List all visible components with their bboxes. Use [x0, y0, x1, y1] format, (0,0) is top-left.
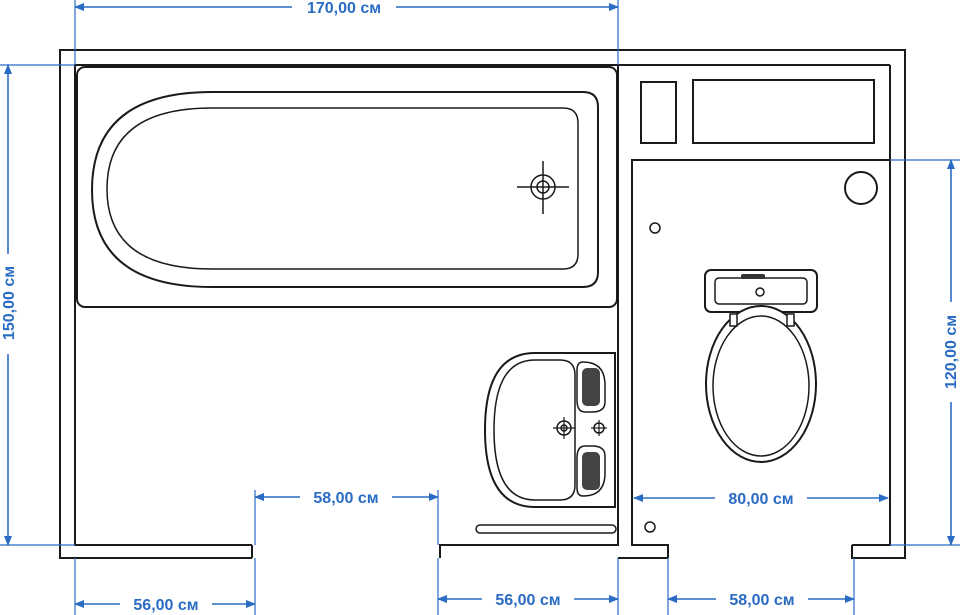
flush-hole	[755, 287, 765, 297]
dim-door-bath: 58,00 см	[313, 490, 378, 507]
bathtub	[76, 66, 618, 308]
pipe-small-top	[649, 222, 661, 234]
dim-bottom-mid: 56,00 см	[495, 592, 560, 609]
seat-hinge-right	[786, 313, 795, 327]
dim-bottom-right: 58,00 см	[729, 592, 794, 609]
soap-dish-bottom-grid	[582, 452, 600, 490]
bathtub-inner-basin	[106, 107, 579, 270]
long-shelf	[692, 79, 875, 144]
pipe-riser	[844, 171, 878, 205]
dim-top-width: 170,00 см	[307, 0, 381, 17]
storage-shelves	[640, 79, 875, 144]
toilet-seat	[712, 315, 810, 457]
dim-wc-width: 80,00 см	[728, 491, 793, 508]
dim-right-height: 120,00 см	[943, 315, 960, 389]
washbasin	[483, 352, 616, 508]
soap-dish-top-grid	[582, 368, 600, 406]
towel-rail	[475, 524, 617, 534]
faucet-icon	[591, 420, 607, 436]
flush-button	[741, 274, 765, 279]
outer-wall	[59, 49, 906, 559]
small-cabinet	[640, 81, 677, 144]
seat-hinge-left	[729, 313, 738, 327]
drain-icon	[517, 161, 569, 214]
dim-left-height: 150,00 см	[1, 266, 18, 340]
pipe-small-bottom	[644, 521, 656, 533]
dim-bottom-left: 56,00 см	[133, 597, 198, 614]
basin-drain-icon	[553, 417, 575, 439]
toilet	[704, 269, 818, 463]
washbasin-bowl	[493, 359, 576, 501]
